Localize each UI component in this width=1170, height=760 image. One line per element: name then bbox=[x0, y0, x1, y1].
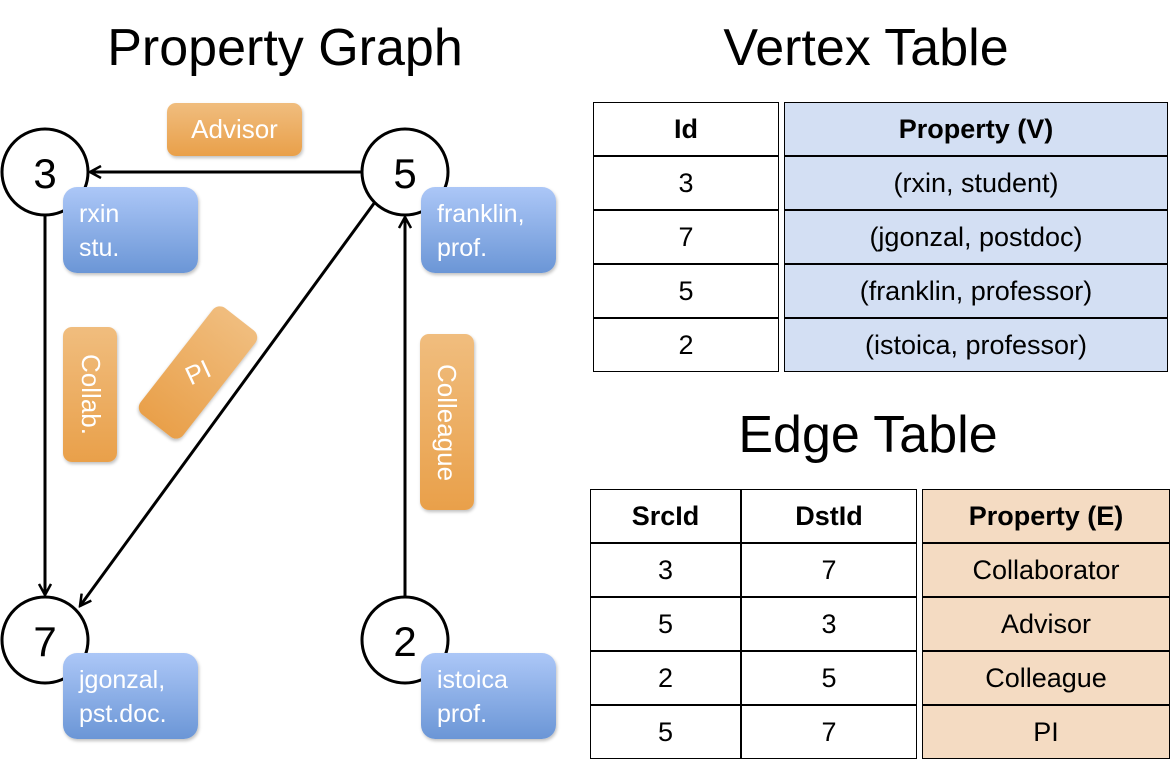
table-row: 7(jgonzal, postdoc) bbox=[593, 210, 1168, 264]
cell-property: Colleague bbox=[922, 651, 1170, 705]
header-srcid: SrcId bbox=[590, 489, 741, 543]
table-row: 3(rxin, student) bbox=[593, 156, 1168, 210]
vertex-property-7: jgonzal, pst.doc. bbox=[63, 653, 198, 739]
edge-5-7 bbox=[80, 201, 377, 606]
edge-label-text: Collab. bbox=[75, 354, 106, 435]
edge-label-text: Advisor bbox=[191, 114, 278, 144]
vertex-table-title: Vertex Table bbox=[723, 19, 1009, 77]
cell-property: (istoica, professor) bbox=[784, 318, 1168, 372]
edge-label-text: PI bbox=[180, 353, 216, 391]
cell-dstid: 7 bbox=[741, 705, 917, 759]
edge-label-collab: Collab. bbox=[63, 327, 117, 462]
cell-dstid: 5 bbox=[741, 651, 917, 705]
property-line: franklin, bbox=[437, 200, 525, 228]
table-row: 2(istoica, professor) bbox=[593, 318, 1168, 372]
node-id: 3 bbox=[33, 150, 56, 197]
header-dstid: DstId bbox=[741, 489, 917, 543]
property-line: prof. bbox=[437, 234, 488, 262]
property-line: jgonzal, bbox=[79, 666, 166, 694]
property-line: prof. bbox=[437, 700, 488, 728]
node-id: 7 bbox=[33, 618, 56, 665]
edge-table-title: Edge Table bbox=[738, 406, 998, 464]
cell-srcid: 3 bbox=[590, 543, 741, 597]
property-line: istoica bbox=[437, 666, 508, 694]
cell-srcid: 5 bbox=[590, 597, 741, 651]
cell-property: PI bbox=[922, 705, 1170, 759]
graph-title: Property Graph bbox=[107, 19, 463, 77]
header-id: Id bbox=[593, 102, 779, 156]
cell-property: (jgonzal, postdoc) bbox=[784, 210, 1168, 264]
node-id: 2 bbox=[393, 618, 416, 665]
cell-dstid: 3 bbox=[741, 597, 917, 651]
vertex-property-5: franklin, prof. bbox=[421, 187, 556, 273]
node-id: 5 bbox=[393, 150, 416, 197]
cell-id: 5 bbox=[593, 264, 779, 318]
cell-dstid: 7 bbox=[741, 543, 917, 597]
vertex-property-3: rxin stu. bbox=[63, 187, 198, 273]
edge-label-text: Colleague bbox=[432, 363, 463, 481]
header-property: Property (V) bbox=[784, 102, 1168, 156]
property-line: stu. bbox=[79, 234, 120, 262]
edge-label-advisor: Advisor bbox=[167, 103, 302, 156]
cell-srcid: 2 bbox=[590, 651, 741, 705]
cell-property: (rxin, student) bbox=[784, 156, 1168, 210]
cell-srcid: 5 bbox=[590, 705, 741, 759]
graph-edges: 3 5 7 2 bbox=[0, 127, 450, 685]
header-property: Property (E) bbox=[922, 489, 1170, 543]
cell-property: Collaborator bbox=[922, 543, 1170, 597]
vertex-property-2: istoica prof. bbox=[421, 653, 556, 739]
cell-property: (franklin, professor) bbox=[784, 264, 1168, 318]
table-row: 5(franklin, professor) bbox=[593, 264, 1168, 318]
cell-id: 7 bbox=[593, 210, 779, 264]
cell-id: 3 bbox=[593, 156, 779, 210]
edge-label-colleague: Colleague bbox=[420, 334, 474, 510]
cell-id: 2 bbox=[593, 318, 779, 372]
property-line: pst.doc. bbox=[79, 700, 167, 728]
cell-property: Advisor bbox=[922, 597, 1170, 651]
property-line: rxin bbox=[79, 200, 120, 228]
